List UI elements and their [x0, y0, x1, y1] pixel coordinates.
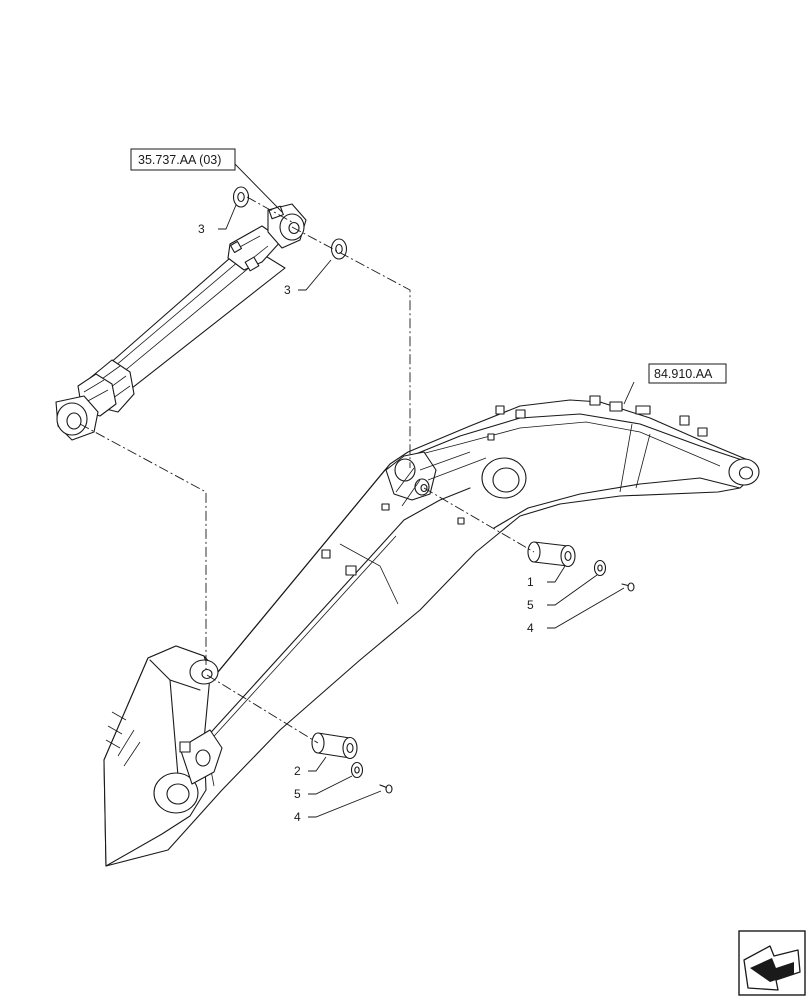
assembly-center-lines	[79, 196, 535, 744]
previous-page-arrow-icon[interactable]	[738, 930, 806, 996]
washer-3-top	[232, 186, 250, 208]
leader-lines	[218, 161, 635, 818]
pin-1	[527, 541, 576, 568]
reference-label-boom: 84.910.AA	[654, 367, 713, 381]
reference-label-cylinder: 35.737.AA (03)	[138, 153, 221, 167]
reference-box-cylinder[interactable]: 35.737.AA (03)	[130, 148, 236, 171]
callout-4-upper: 4	[527, 621, 534, 635]
callouts: 3 3 1 5 4 2 5 4	[198, 222, 534, 824]
callout-5-upper: 5	[527, 598, 534, 612]
reference-box-boom[interactable]: 84.910.AA	[648, 363, 727, 384]
callout-3-top: 3	[198, 222, 205, 236]
callout-2: 2	[294, 764, 301, 778]
washer-5-lower	[350, 761, 364, 779]
callout-1: 1	[527, 575, 534, 589]
callout-4-lower: 4	[294, 810, 301, 824]
bolt-4-upper	[621, 582, 635, 592]
washer-3-right	[330, 238, 348, 260]
bolt-4-lower	[379, 784, 393, 794]
boom	[103, 395, 760, 867]
callout-3-right: 3	[284, 283, 291, 297]
pin-2	[311, 732, 358, 760]
hydraulic-cylinder	[55, 203, 307, 441]
washer-5-upper	[593, 559, 607, 577]
callout-5-lower: 5	[294, 787, 301, 801]
